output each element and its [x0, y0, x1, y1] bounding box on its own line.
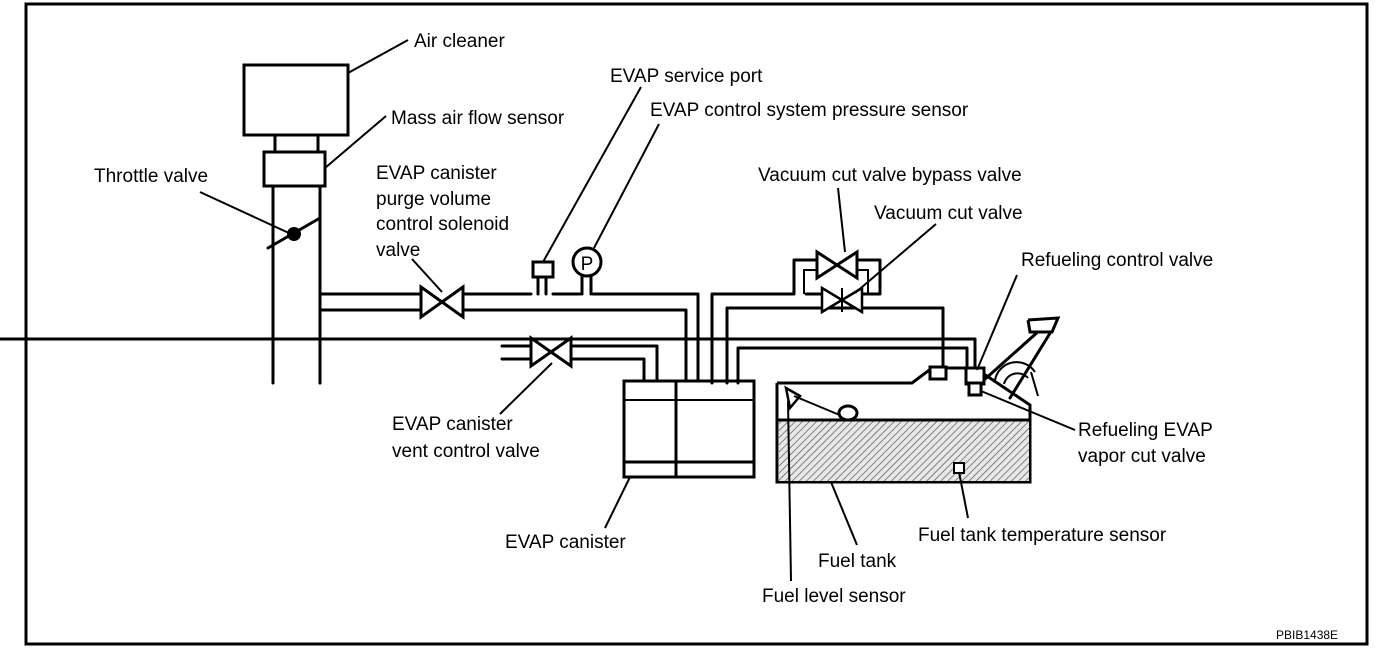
- maf-sensor-leader: [324, 115, 387, 169]
- fuel-level-leader: [787, 400, 792, 582]
- label-vacuum-cut-valve-bypass-valve: Vacuum cut valve bypass valve: [758, 165, 1022, 186]
- label-purge-valve-line2: purge volume: [376, 189, 491, 210]
- label-evap-pressure-sensor: EVAP control system pressure sensor: [650, 100, 969, 121]
- label-mass-air-flow-sensor: Mass air flow sensor: [391, 108, 565, 129]
- fuel-tank-leader: [830, 481, 858, 546]
- service-port-leader: [542, 86, 642, 263]
- vcv-bypass-leader: [837, 187, 846, 253]
- vent-valve-leader: [499, 362, 553, 415]
- label-purge-valve-line1: EVAP canister: [376, 163, 497, 184]
- fuel-tank-temperature-sensor: [953, 462, 965, 474]
- label-refueling-control-valve: Refueling control valve: [1021, 250, 1213, 271]
- evap-pressure-sensor: P: [571, 246, 603, 296]
- label-vent-valve-line2: vent control valve: [392, 441, 540, 462]
- label-refueling-evap-line1: Refueling EVAP: [1078, 420, 1213, 441]
- fuel-level-sensor: [784, 385, 859, 422]
- air-cleaner: [242, 63, 350, 137]
- label-refueling-evap-line2: vapor cut valve: [1078, 446, 1206, 467]
- label-air-cleaner: Air cleaner: [414, 31, 505, 52]
- canister-leader: [604, 476, 631, 529]
- refueling-evap-vapor-cut-valve: [967, 381, 983, 397]
- label-evap-service-port: EVAP service port: [610, 66, 763, 87]
- label-purge-valve-line4: valve: [376, 240, 420, 261]
- fuel-tank: [775, 366, 1032, 484]
- purge-valve-leader: [411, 258, 443, 293]
- evap-service-port: [531, 260, 555, 296]
- vent-control-valve: [529, 335, 573, 369]
- refuel-cut-leader: [980, 390, 1076, 431]
- figure-code: PBIB1438E: [1276, 628, 1338, 642]
- fuel-temp-leader: [958, 471, 969, 519]
- vacuum-cut-valve: [820, 285, 864, 315]
- figure-frame: [24, 2, 1369, 646]
- filler-neck: [982, 316, 1061, 400]
- purge-volume-control-solenoid-valve: [419, 284, 465, 320]
- label-vacuum-cut-valve: Vacuum cut valve: [874, 203, 1023, 224]
- label-fuel-tank: Fuel tank: [818, 551, 897, 572]
- label-purge-valve-line3: control solenoid: [376, 214, 509, 235]
- label-fuel-tank-temperature-sensor: Fuel tank temperature sensor: [918, 525, 1167, 546]
- throttle-valve-leader: [199, 191, 292, 235]
- evap-canister: [622, 379, 756, 479]
- label-throttle-valve: Throttle valve: [94, 166, 208, 187]
- label-evap-canister: EVAP canister: [505, 532, 626, 553]
- refuel-control-leader: [976, 274, 1018, 371]
- pressure-symbol: P: [581, 254, 594, 275]
- label-vent-valve-line1: EVAP canister: [392, 414, 513, 435]
- vacuum-cut-valve-tank-fitting: [928, 365, 948, 381]
- pressure-sensor-leader: [593, 123, 660, 249]
- label-fuel-level-sensor: Fuel level sensor: [762, 586, 906, 607]
- mass-air-flow-sensor: [262, 150, 327, 188]
- throttle-valve: [287, 227, 301, 241]
- air-cleaner-leader: [347, 39, 409, 74]
- vacuum-cut-valve-bypass-valve: [815, 249, 859, 281]
- vacuum-cut-valve-leader: [854, 223, 937, 294]
